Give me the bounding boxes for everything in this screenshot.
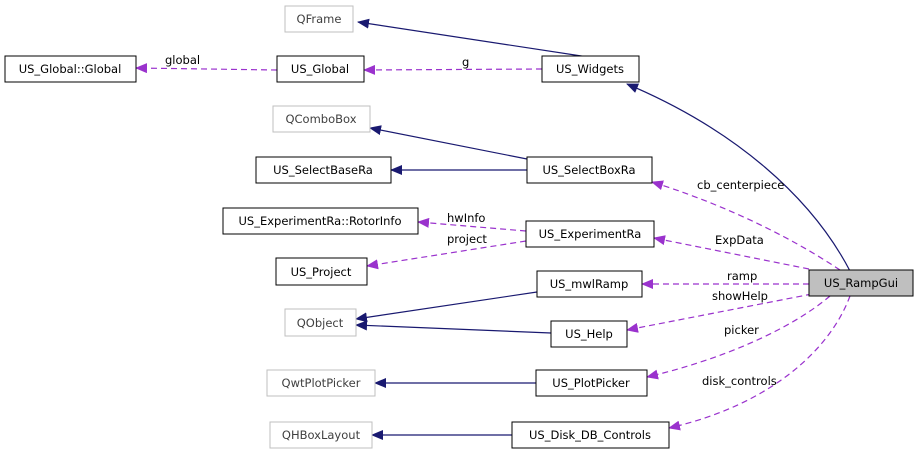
node-label-qobject: QObject <box>297 316 344 330</box>
node-us-rampgui[interactable]: US_RampGui <box>808 269 914 297</box>
node-us-mwlramp[interactable]: US_mwlRamp <box>536 270 643 298</box>
node-label-us-widgets: US_Widgets <box>556 62 624 76</box>
edge-us-rampgui-to-showhelp <box>626 293 813 333</box>
node-qwtplotpicker[interactable]: QwtPlotPicker <box>266 369 376 397</box>
node-us-global[interactable]: US_Global <box>276 55 365 83</box>
node-us-global-global[interactable]: US_Global::Global <box>4 55 137 83</box>
edge-us-rampgui-to-cb-centerpiece <box>651 180 841 271</box>
edge-us-mwlramp-to-qobject <box>355 291 538 323</box>
edge-label-g: g <box>462 55 469 69</box>
edge-us-rampgui-to-picker <box>646 295 831 380</box>
node-label-qhboxlayout: QHBoxLayout <box>282 428 361 442</box>
node-us-widgets[interactable]: US_Widgets <box>541 55 640 83</box>
edge-us-rampgui-to-us-widgets <box>626 83 851 272</box>
node-us-project[interactable]: US_Project <box>275 257 368 286</box>
edge-us-help-to-qobject <box>355 320 552 334</box>
edge-us-experimentra-to-hwinfo <box>417 217 527 232</box>
node-us-selectbasera[interactable]: US_SelectBaseRa <box>255 156 392 184</box>
node-label-us-plotpicker: US_PlotPicker <box>552 376 630 390</box>
node-label-us-selectboxra: US_SelectBoxRa <box>542 163 635 177</box>
edge-label-ramp: ramp <box>727 269 757 283</box>
edge-us-experimentra-to-project <box>366 240 527 270</box>
node-us-help[interactable]: US_Help <box>550 320 628 348</box>
node-label-us-mwlramp: US_mwlRamp <box>550 277 629 291</box>
node-label-us-disk-db-controls: US_Disk_DB_Controls <box>529 428 651 442</box>
edge-us-rampgui-to-expdata <box>653 235 810 270</box>
node-label-us-rampgui: US_RampGui <box>824 276 898 290</box>
edge-label-showhelp: showHelp <box>712 289 768 303</box>
node-qhboxlayout[interactable]: QHBoxLayout <box>269 421 373 449</box>
node-label-us-experimentra-rotorinfo: US_ExperimentRa::RotorInfo <box>239 214 402 228</box>
edge-label-expdata: ExpData <box>715 233 764 247</box>
node-label-qcombobox: QComboBox <box>285 112 356 126</box>
node-us-selectboxra[interactable]: US_SelectBoxRa <box>526 156 653 184</box>
node-label-us-experimentra: US_ExperimentRa <box>539 227 642 241</box>
edge-label-project: project <box>447 232 487 246</box>
edge-label-disk-controls: disk_controls <box>702 374 777 388</box>
edge-us-widgets-to-qframe <box>357 18 589 58</box>
node-label-us-selectbasera: US_SelectBaseRa <box>273 163 373 177</box>
node-qobject[interactable]: QObject <box>284 308 357 337</box>
node-label-us-global: US_Global <box>291 62 349 76</box>
node-us-experimentra[interactable]: US_ExperimentRa <box>525 220 655 248</box>
node-us-experimentra-rotorinfo[interactable]: US_ExperimentRa::RotorInfo <box>222 207 419 235</box>
edge-label-global: global <box>165 53 200 67</box>
node-qcombobox[interactable]: QComboBox <box>272 105 371 133</box>
edge-us-global-to-global <box>135 63 278 74</box>
edge-label-hwinfo: hwInfo <box>447 211 485 225</box>
node-qframe[interactable]: QFrame <box>284 5 354 33</box>
node-label-us-help: US_Help <box>565 327 613 341</box>
edge-label-cb-centerpiece: cb_centerpiece <box>697 178 784 192</box>
edge-label-picker: picker <box>724 323 759 337</box>
node-label-qwtplotpicker: QwtPlotPicker <box>282 376 361 390</box>
edge-us-widgets-to-g <box>363 64 543 75</box>
edge-us-rampgui-to-disk-controls <box>668 295 851 431</box>
node-label-us-global-global: US_Global::Global <box>19 62 122 76</box>
node-us-disk-db-controls[interactable]: US_Disk_DB_Controls <box>511 421 670 449</box>
node-label-us-project: US_Project <box>291 265 352 279</box>
edge-us-selectboxra-to-qcombobox <box>369 125 528 160</box>
node-label-qframe: QFrame <box>297 12 342 26</box>
node-us-plotpicker[interactable]: US_PlotPicker <box>535 369 648 397</box>
